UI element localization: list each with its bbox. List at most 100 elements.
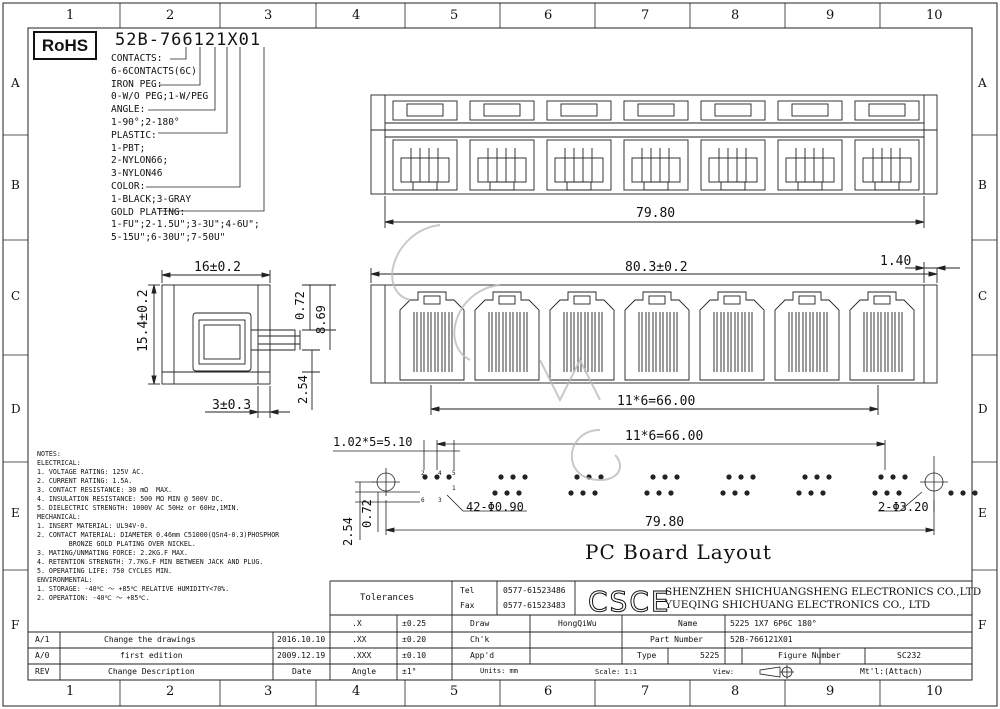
- column-label-top: 5: [450, 8, 459, 23]
- revision-date: Date: [292, 667, 312, 676]
- part-code: 52B-766121X01: [115, 30, 262, 50]
- dim-pcb-hole: 42-Φ0.90: [466, 500, 524, 514]
- dim-side-869: 8.69: [314, 305, 328, 334]
- column-label-top: 6: [544, 8, 553, 23]
- row-label-right: A: [978, 76, 987, 90]
- revision-description: Change the drawings: [104, 635, 196, 644]
- dim-front-width: 80.3±0.2: [625, 260, 688, 275]
- spec-leaders: [146, 47, 265, 212]
- revision-description: first edition: [120, 651, 183, 660]
- row-label-right: B: [978, 178, 987, 192]
- part-code-spec: CONTACTS: 6-6CONTACTS(6C) IRON PEG: 0-W/…: [111, 53, 260, 244]
- column-label-bottom: 1: [66, 684, 75, 699]
- row-label-left: B: [11, 178, 20, 192]
- tolerance-value: ±1°: [402, 667, 417, 676]
- type-label: Type: [637, 651, 657, 660]
- fax-value: 0577-61523483: [503, 601, 566, 610]
- tolerance-key: .XXX: [352, 651, 372, 660]
- dim-side-3: 3±0.3: [212, 398, 252, 413]
- tolerance-key: Angle: [352, 667, 377, 676]
- dim-pcb-peg: 2-Φ3.20: [878, 500, 929, 514]
- partno-value: 52B-766121X01: [730, 635, 793, 644]
- row-label-right: C: [978, 289, 988, 303]
- scale-label: Scale: 1:1: [595, 668, 638, 676]
- row-label-right: E: [978, 506, 987, 520]
- top-view: [370, 94, 938, 228]
- type-value: 5225: [700, 651, 720, 660]
- approved-label: App'd: [470, 651, 495, 660]
- company-name: SHENZHEN SHICHUANGSHENG ELECTRONICS CO.,…: [665, 586, 982, 611]
- pin-number-label: 5: [452, 470, 456, 477]
- view-label: View:: [713, 668, 735, 676]
- tel-label: Tel: [460, 586, 475, 595]
- pin-number-label: 2: [421, 470, 425, 477]
- column-label-bottom: 2: [166, 684, 175, 699]
- column-label-bottom: 8: [731, 684, 740, 699]
- revision-description: Change Description: [108, 667, 195, 676]
- column-label-top: 2: [166, 8, 175, 23]
- material-label: Mt'l:(Attach): [860, 667, 923, 676]
- column-label-top: 4: [352, 8, 361, 23]
- dim-pcb-254: 2.54: [341, 517, 355, 546]
- column-label-top: 9: [826, 8, 835, 23]
- company-logo: CSCE: [588, 585, 671, 619]
- tolerance-value: ±0.25: [402, 619, 427, 628]
- projection-symbol-icon: [759, 665, 794, 679]
- figure-label: Figure Number: [778, 651, 841, 660]
- revision-code: REV: [35, 667, 50, 676]
- column-label-top: 3: [264, 8, 273, 23]
- dim-side-height: 15.4±0.2: [136, 289, 151, 352]
- revision-date: 2016.10.10: [277, 635, 326, 644]
- column-label-top: 8: [731, 8, 740, 23]
- revision-code: A/0: [35, 651, 50, 660]
- draw-label: Draw: [470, 619, 490, 628]
- dim-side-254: 2.54: [296, 375, 310, 404]
- column-label-bottom: 6: [544, 684, 553, 699]
- column-label-top: 10: [926, 8, 943, 23]
- figure-value: SC232: [897, 651, 922, 660]
- dim-top-width: 79.80: [636, 206, 676, 221]
- watermark-logo: [391, 224, 621, 482]
- pcb-layout-title: PC Board Layout: [585, 540, 772, 564]
- revision-date: 2009.12.19: [277, 651, 326, 660]
- title-block-lines: [28, 580, 972, 680]
- revision-code: A/1: [35, 635, 50, 644]
- dim-side-072: 0.72: [293, 291, 307, 320]
- pin-number-label: 4: [438, 470, 442, 477]
- dim-side-width: 16±0.2: [194, 260, 241, 275]
- dim-front-offset: 1.40: [880, 254, 912, 269]
- row-label-right: D: [978, 402, 988, 416]
- row-label-left: C: [11, 289, 21, 303]
- row-label-left: D: [11, 402, 21, 416]
- column-label-bottom: 5: [450, 684, 459, 699]
- dim-pcb-width: 79.80: [645, 515, 685, 530]
- column-label-bottom: 3: [264, 684, 273, 699]
- column-label-bottom: 9: [826, 684, 835, 699]
- column-label-top: 1: [66, 8, 75, 23]
- tolerance-value: ±0.10: [402, 651, 427, 660]
- rohs-badge: RoHS: [33, 31, 97, 60]
- column-label-bottom: 4: [352, 684, 361, 699]
- units-label: Units: mm: [480, 667, 518, 675]
- tel-value: 0577-61523486: [503, 586, 566, 595]
- pin-number-label: 6: [421, 497, 425, 504]
- pin-number-label: 3: [438, 497, 442, 504]
- tolerances-label: Tolerances: [360, 593, 415, 603]
- dim-front-pitch: 11*6=66.00: [617, 394, 696, 409]
- row-label-left: F: [11, 618, 20, 632]
- pin-number-label: 1: [452, 485, 456, 492]
- column-label-top: 7: [641, 8, 650, 23]
- pcb-layout: [333, 440, 978, 540]
- row-label-left: A: [11, 76, 20, 90]
- front-view: [370, 262, 960, 415]
- check-label: Ch'k: [470, 635, 490, 644]
- tolerance-key: .XX: [352, 635, 367, 644]
- fax-label: Fax: [460, 601, 475, 610]
- row-label-right: F: [978, 618, 987, 632]
- column-label-bottom: 10: [926, 684, 943, 699]
- tolerance-value: ±0.20: [402, 635, 427, 644]
- tolerance-key: .X: [352, 619, 362, 628]
- dim-pcb-072: 0.72: [360, 499, 374, 528]
- name-label: Name: [678, 619, 698, 628]
